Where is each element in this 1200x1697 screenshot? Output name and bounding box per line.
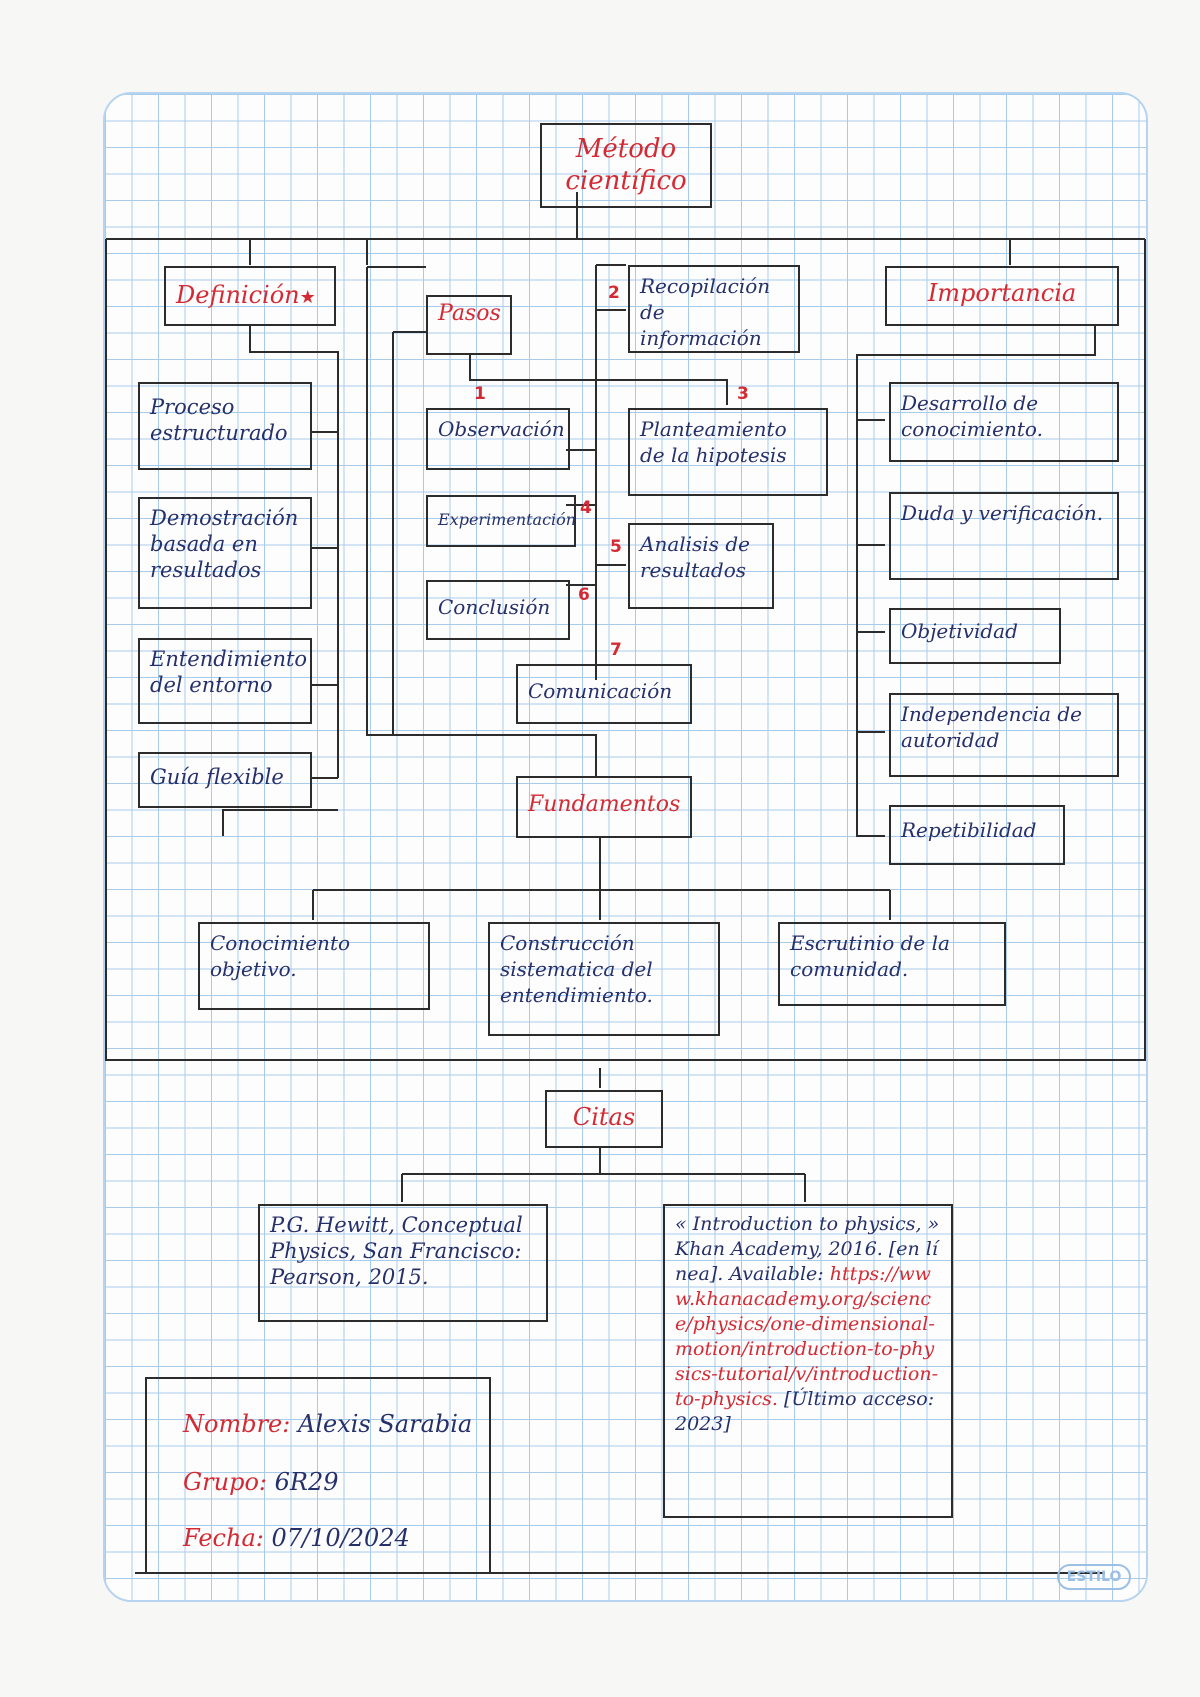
student-name-line: Nombre: Alexis Sarabia <box>183 1410 472 1438</box>
step-label: Comunicación <box>528 679 673 703</box>
title-box: Método científico <box>540 123 712 208</box>
step-box-3: Planteamiento de la hipotesis <box>628 408 828 496</box>
importancia-item-3: Objetividad <box>889 608 1061 664</box>
step-label: Recopilación de información <box>640 274 771 350</box>
citation-1: P.G. Hewitt, Conceptual Physics, San Fra… <box>258 1204 548 1322</box>
importancia-item-text: Repetibilidad <box>901 818 1037 842</box>
grid-paper <box>103 92 1148 1602</box>
citation-2-access: [Último acceso: 2023] <box>675 1388 935 1435</box>
student-group-label: Grupo: <box>183 1468 267 1496</box>
step-number-7: 7 <box>610 640 622 660</box>
importancia-item-text: Independencia de autoridad <box>901 702 1082 752</box>
student-name: Alexis Sarabia <box>297 1410 473 1438</box>
fundamentos-item-text: Construcción sistematica del entendimien… <box>500 931 653 1007</box>
definicion-item-text: Demostración basada en resultados <box>150 506 299 582</box>
importancia-item-4: Independencia de autoridad <box>889 693 1119 777</box>
step-box-6: Conclusión <box>426 580 570 640</box>
definicion-item-text: Proceso estructurado <box>150 395 288 445</box>
step-number-5: 5 <box>610 537 622 557</box>
step-box-4: Experimentación <box>426 495 576 547</box>
step-number-3: 3 <box>737 384 749 404</box>
star-icon: ★ <box>299 287 316 308</box>
importancia-item-text: Duda y verificación. <box>901 501 1104 525</box>
fundamentos-item-1: Conocimiento objetivo. <box>198 922 430 1010</box>
student-group-line: Grupo: 6R29 <box>183 1468 339 1496</box>
pasos-heading: Pasos <box>438 301 501 326</box>
fundamentos-heading-box: Fundamentos <box>516 776 692 838</box>
step-label: Observación <box>438 417 565 441</box>
definicion-heading: Definición <box>176 281 300 309</box>
step-label: Conclusión <box>438 595 551 619</box>
fundamentos-heading: Fundamentos <box>528 792 681 817</box>
student-date-line: Fecha: 07/10/2024 <box>183 1524 410 1552</box>
definicion-heading-box: Definición★ <box>164 266 336 326</box>
step-number-6: 6 <box>578 585 590 605</box>
importancia-heading-box: Importancia <box>885 266 1119 326</box>
importancia-item-text: Objetividad <box>901 619 1018 643</box>
estilo-logo: ESTILO <box>1057 1564 1131 1590</box>
step-box-7: Comunicación <box>516 664 692 724</box>
definicion-item-text: Entendimiento del entorno <box>150 647 308 697</box>
student-group: 6R29 <box>274 1468 339 1496</box>
step-label: Planteamiento de la hipotesis <box>640 417 787 467</box>
definicion-item-text: Guía flexible <box>150 765 284 789</box>
citas-heading-box: Citas <box>545 1090 663 1148</box>
pasos-heading-box: Pasos <box>426 295 512 355</box>
student-name-label: Nombre: <box>183 1410 291 1438</box>
student-date: 07/10/2024 <box>271 1524 410 1552</box>
step-label: Experimentación <box>438 510 577 529</box>
citation-2-text: « Introduction to physics, » Khan Academ… <box>675 1213 940 1285</box>
step-number-4: 4 <box>580 498 592 518</box>
citation-1-text: P.G. Hewitt, Conceptual Physics, San Fra… <box>270 1213 523 1289</box>
importancia-item-text: Desarrollo de conocimiento. <box>901 391 1043 441</box>
fundamentos-item-text: Escrutinio de la comunidad. <box>790 931 950 981</box>
step-box-1: Observación <box>426 408 570 470</box>
fundamentos-item-text: Conocimiento objetivo. <box>210 931 351 981</box>
definicion-item-4: Guía flexible <box>138 752 312 808</box>
importancia-item-1: Desarrollo de conocimiento. <box>889 382 1119 462</box>
step-number-1: 1 <box>474 384 486 404</box>
step-number-2: 2 <box>608 283 620 303</box>
fundamentos-item-3: Escrutinio de la comunidad. <box>778 922 1006 1006</box>
citation-2-available: Available: <box>729 1263 824 1285</box>
importancia-item-2: Duda y verificación. <box>889 492 1119 580</box>
title-text: Método científico <box>565 134 687 196</box>
citation-2-url: https://www.khanacademy.org/science/phys… <box>675 1263 939 1410</box>
student-date-label: Fecha: <box>183 1524 264 1552</box>
importancia-heading: Importancia <box>927 279 1077 307</box>
definicion-item-3: Entendimiento del entorno <box>138 638 312 724</box>
citation-2: « Introduction to physics, » Khan Academ… <box>663 1204 953 1518</box>
step-box-5: Analisis de resultados <box>628 523 774 609</box>
definicion-item-1: Proceso estructurado <box>138 382 312 470</box>
definicion-item-2: Demostración basada en resultados <box>138 497 312 609</box>
importancia-item-5: Repetibilidad <box>889 805 1065 865</box>
step-label: Analisis de resultados <box>640 532 750 582</box>
fundamentos-item-2: Construcción sistematica del entendimien… <box>488 922 720 1036</box>
step-box-2: Recopilación de información <box>628 265 800 353</box>
student-info-box <box>145 1377 491 1573</box>
citas-heading: Citas <box>572 1103 636 1131</box>
